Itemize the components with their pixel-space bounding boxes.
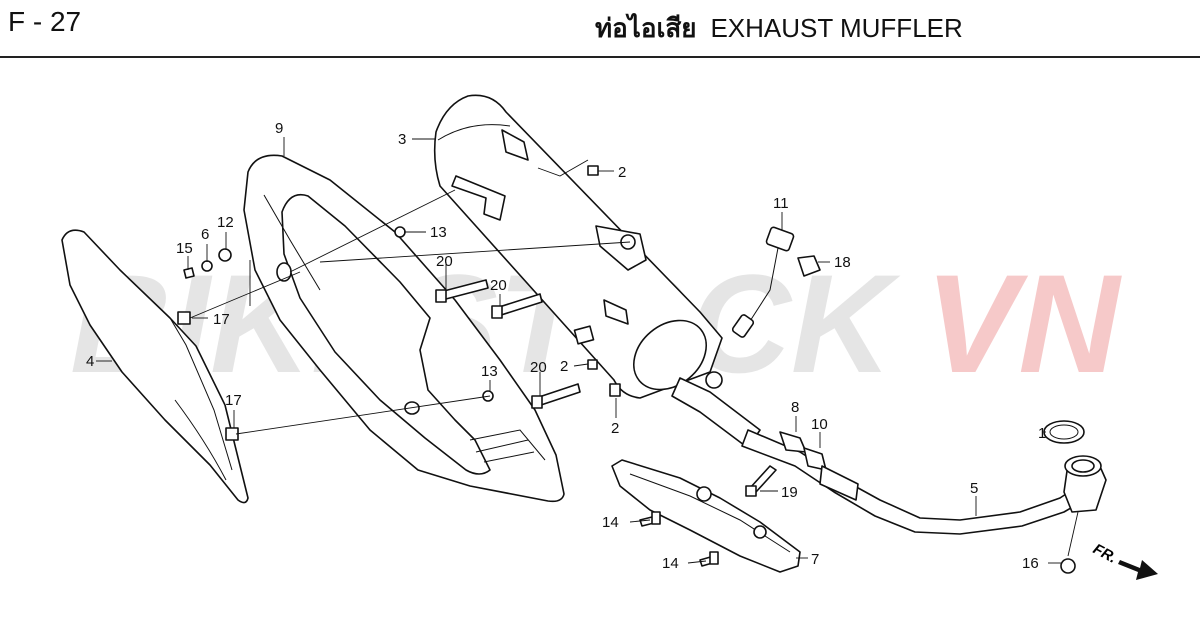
callout-3: 3 [398, 131, 406, 148]
callout-1: 1 [1038, 425, 1046, 442]
part-11-sensor [731, 226, 821, 338]
callout-14a: 14 [602, 514, 619, 531]
callout-9: 9 [275, 120, 283, 137]
page-title-thai: ท่อไอเสีย [595, 14, 697, 44]
callout-2b: 2 [560, 358, 568, 375]
callout-5: 5 [970, 480, 978, 497]
callout-15: 15 [176, 240, 193, 257]
callout-13b: 13 [481, 363, 498, 380]
callout-8: 8 [791, 399, 799, 416]
callout-12: 12 [217, 214, 234, 231]
callout-16: 16 [1022, 555, 1039, 572]
fasteners [177, 226, 777, 567]
watermark-text-vn: VN [925, 245, 1122, 402]
callout-13a: 13 [430, 224, 447, 241]
leader-lines [96, 137, 1079, 564]
callout-10: 10 [811, 416, 828, 433]
page-header: F - 27 ท่อไอเสีย EXHAUST MUFFLER [0, 0, 1200, 58]
part-2-clips [587, 165, 621, 397]
page-title: ท่อไอเสีย EXHAUST MUFFLER [595, 8, 963, 49]
callout-2c: 2 [611, 420, 619, 437]
part-5-exhaust-pipe [741, 420, 1107, 574]
callout-14b: 14 [662, 555, 679, 572]
callout-17a: 17 [213, 311, 230, 328]
callout-17b: 17 [225, 392, 242, 409]
callout-6: 6 [201, 226, 209, 243]
callout-20b: 20 [490, 277, 507, 294]
callout-19: 19 [781, 484, 798, 501]
part-3-muffler [433, 94, 761, 449]
page-title-english: EXHAUST MUFFLER [710, 13, 963, 43]
part-4-outer-guard [61, 229, 249, 504]
callout-20c: 20 [530, 359, 547, 376]
header-rule [0, 56, 1200, 58]
callout-7: 7 [811, 551, 819, 568]
page-code: F - 27 [8, 6, 82, 37]
part-18-clip [797, 255, 821, 277]
callout-11: 11 [773, 195, 789, 212]
callouts: 1 2 2 2 3 4 5 6 7 8 9 10 11 12 13 13 14 … [86, 120, 1046, 572]
callout-4: 4 [86, 353, 94, 370]
callout-18: 18 [834, 254, 851, 271]
callout-2a: 2 [618, 164, 626, 181]
fr-arrow-icon [1118, 560, 1158, 580]
part-7-pipe-shield [611, 459, 801, 573]
callout-20a: 20 [436, 253, 453, 270]
part-16-nut [1060, 558, 1076, 574]
fr-arrow: FR. [1090, 541, 1158, 580]
part-8-10-joint [779, 431, 859, 501]
fr-label: FR. [1090, 541, 1119, 567]
